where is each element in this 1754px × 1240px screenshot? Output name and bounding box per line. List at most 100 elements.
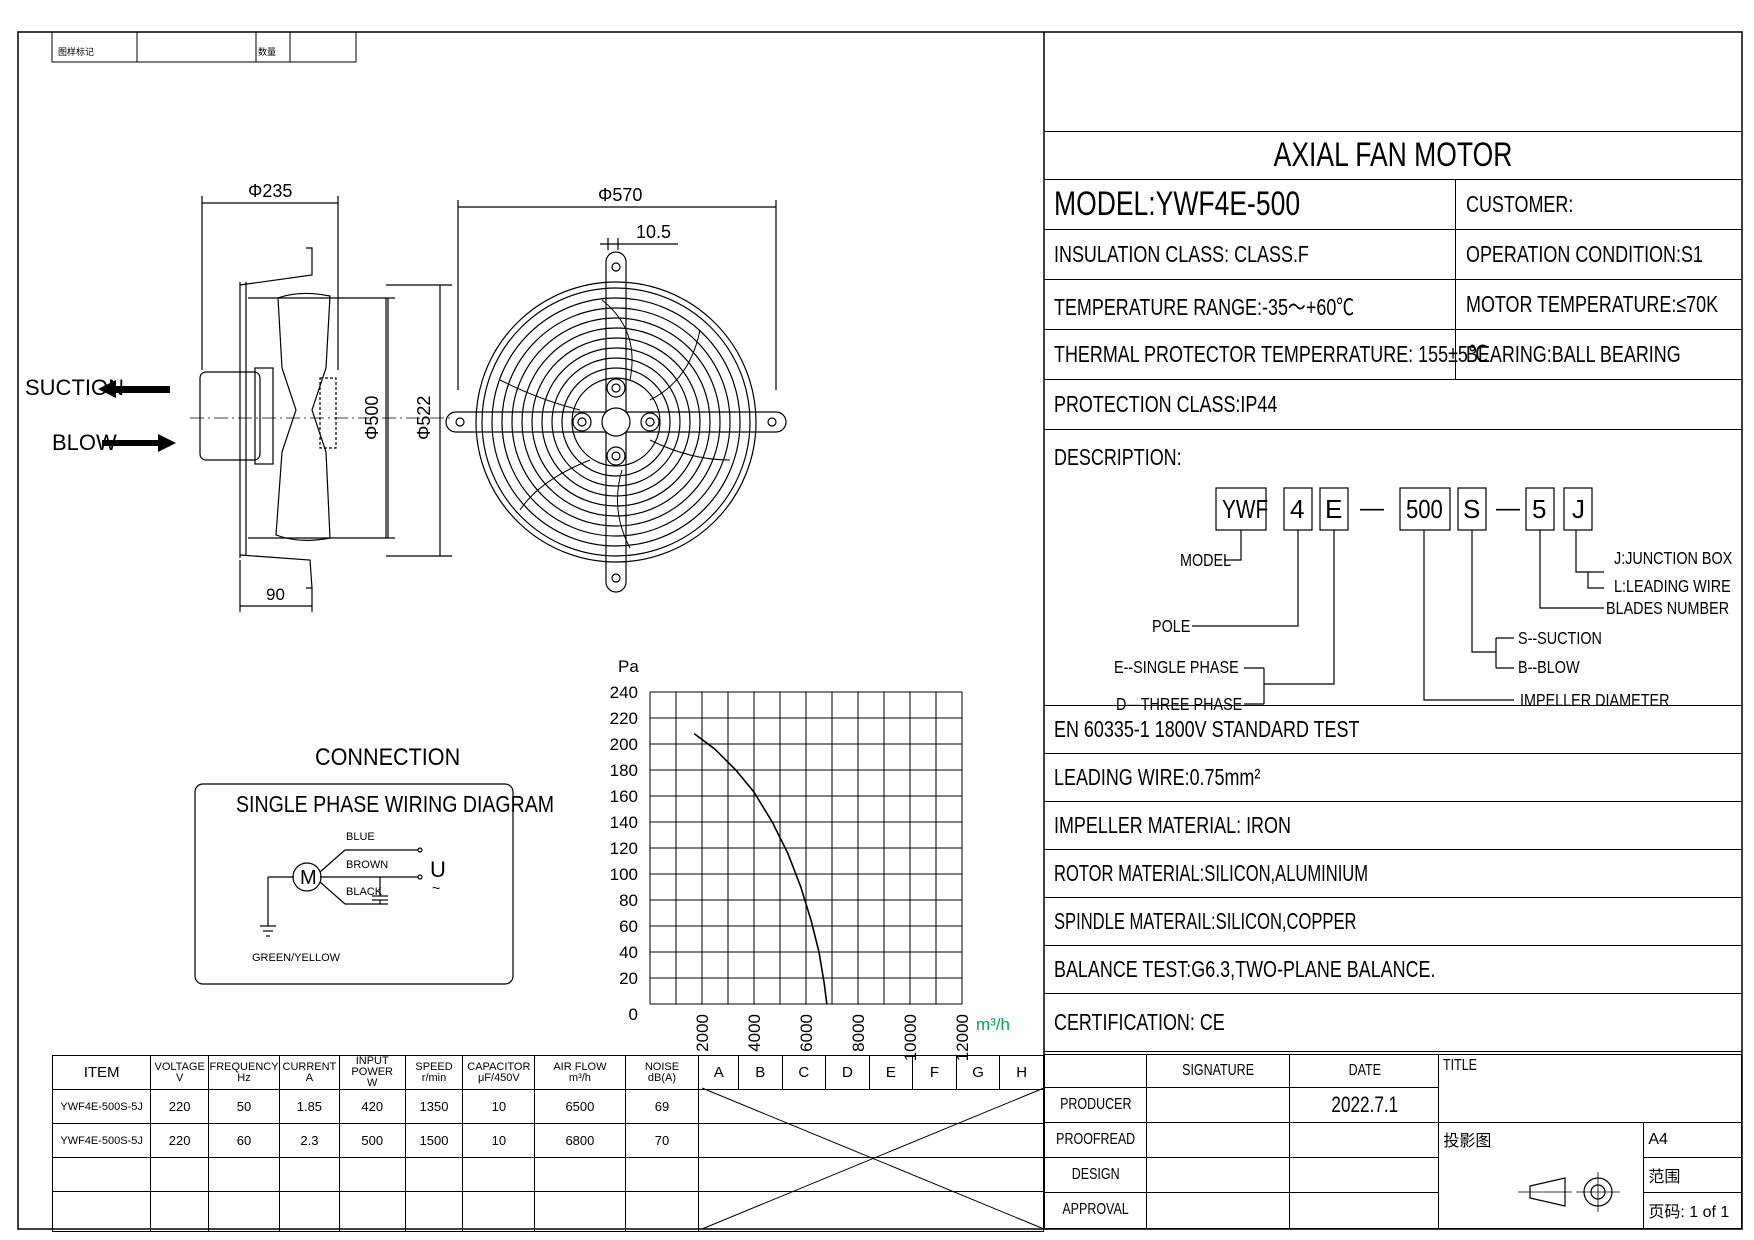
- code-box-4: 4: [1290, 494, 1304, 524]
- perf-header-cell: E: [868, 1055, 914, 1090]
- description-row: DESCRIPTION:: [1044, 430, 1742, 714]
- title-row: AXIAL FAN MOTOR: [1044, 132, 1742, 180]
- en-test-row: EN 60335-1 1800V STANDARD TEST: [1044, 706, 1742, 754]
- perf-cell: [51, 1191, 152, 1232]
- perf-cell: [279, 1191, 340, 1232]
- code-box-5: 5: [1532, 494, 1546, 524]
- perf-header-unit: A: [305, 1071, 314, 1084]
- projection-label: 投影图: [1443, 1132, 1492, 1150]
- dim-570: Φ570: [598, 185, 642, 205]
- y-tick-label: 0: [629, 1005, 638, 1024]
- perf-cell: [279, 1157, 340, 1192]
- bearing-text: BEARING:BALL BEARING: [1466, 341, 1681, 367]
- temp-range-text: TEMPERATURE RANGE:-35～+60℃: [1054, 293, 1355, 320]
- impeller-material-text: IMPELLER MATERIAL: IRON: [1054, 812, 1291, 838]
- perf-header-top: CAPACITOR: [467, 1060, 531, 1073]
- y-tick-label: 240: [610, 683, 638, 702]
- role-approval: APPROVAL: [1062, 1201, 1129, 1219]
- label-blades: BLADES NUMBER: [1606, 599, 1729, 619]
- perf-cell: [912, 1089, 957, 1124]
- y-tick-label: 120: [610, 839, 638, 858]
- perf-cell: 2.3: [279, 1123, 340, 1158]
- balance-row: BALANCE TEST:G6.3,TWO-PLANE BALANCE.: [1044, 946, 1742, 994]
- page-label: 页码: 1 of 1: [1648, 1204, 1730, 1222]
- model-text: MODEL:YWF4E-500: [1054, 185, 1301, 223]
- perf-header-unit: V: [175, 1071, 184, 1084]
- table-row: [51, 1191, 1044, 1232]
- fan-front-view: [445, 200, 787, 593]
- x-tick-label: 4000: [745, 1014, 764, 1052]
- code-box-s: S: [1463, 494, 1480, 524]
- perf-cell: 6800: [534, 1123, 626, 1158]
- perf-cell: [825, 1157, 870, 1192]
- perf-cell: [912, 1157, 957, 1192]
- certification-row: CERTIFICATION: CE: [1044, 994, 1742, 1052]
- spindle-row: SPINDLE MATERAIL:SILICON,COPPER: [1044, 898, 1742, 946]
- operation-text: OPERATION CONDITION:S1: [1466, 241, 1703, 267]
- perf-header-top: AIR FLOW: [553, 1060, 607, 1073]
- perf-cell: [825, 1191, 870, 1232]
- perf-header-cell: D: [825, 1055, 870, 1090]
- perf-cell: [404, 1191, 464, 1232]
- perf-cell: [738, 1123, 783, 1158]
- y-tick-label: 100: [610, 865, 638, 884]
- pq-curve: [693, 732, 828, 1005]
- balance-text: BALANCE TEST:G6.3,TWO-PLANE BALANCE.: [1054, 956, 1436, 982]
- certification-text: CERTIFICATION: CE: [1054, 1009, 1225, 1035]
- label-pole: POLE: [1152, 617, 1190, 637]
- perf-cell: 500: [338, 1123, 406, 1158]
- perf-cell: [462, 1191, 536, 1232]
- perf-cell: [782, 1157, 826, 1192]
- y-tick-label: 200: [610, 735, 638, 754]
- perf-cell: [698, 1191, 739, 1232]
- insulation-row: INSULATION CLASS: CLASS.F OPERATION COND…: [1044, 230, 1742, 280]
- perf-cell: 6500: [534, 1089, 626, 1124]
- perf-cell: YWF4E-500S-5J: [51, 1089, 152, 1124]
- perf-cell: [869, 1191, 913, 1232]
- model-row: MODEL:YWF4E-500 CUSTOMER:: [1044, 180, 1742, 230]
- perf-cell: [869, 1157, 913, 1192]
- suction-arrow: SUCTION: [25, 375, 170, 400]
- producer-date: 2022.7.1: [1330, 1091, 1398, 1117]
- y-tick-label: 20: [619, 969, 638, 988]
- perf-cell: [999, 1089, 1044, 1124]
- motor-temp-text: MOTOR TEMPERATURE:≤70K: [1466, 291, 1719, 317]
- label-model: MODEL: [1180, 551, 1231, 571]
- perf-cell: 1500: [404, 1123, 464, 1158]
- x-tick-label: 10000: [901, 1014, 920, 1061]
- perf-cell: [825, 1089, 870, 1124]
- temperature-row: TEMPERATURE RANGE:-35～+60℃ MOTOR TEMPERA…: [1044, 280, 1742, 330]
- perf-header-unit: dB(A): [647, 1071, 677, 1084]
- perf-header-cell: F: [912, 1055, 957, 1090]
- supply-label: U: [430, 857, 446, 882]
- top-block-cell-1: 图样标记: [58, 46, 94, 57]
- perf-cell: 1.85: [279, 1089, 340, 1124]
- perf-header-unit: Hz: [237, 1071, 251, 1084]
- perf-cell: [208, 1157, 281, 1192]
- wiring-diagram: [260, 847, 423, 937]
- code-dash-1: —: [1360, 495, 1384, 522]
- label-d-phase: D—THREE PHASE: [1116, 695, 1242, 715]
- perf-cell: 60: [208, 1123, 281, 1158]
- perf-cell: [150, 1191, 210, 1232]
- motor-label: M: [300, 867, 317, 889]
- code-box-ywf: YWF: [1222, 495, 1268, 524]
- thermal-text: THERMAL PROTECTOR TEMPERRATURE: 155±5℃: [1054, 341, 1489, 367]
- wiring-box-title: SINGLE PHASE WIRING DIAGRAM: [236, 792, 554, 818]
- perf-header-cell: H: [999, 1055, 1044, 1090]
- wiring-box: [194, 783, 514, 985]
- panel-top-blank: [1044, 32, 1742, 132]
- code-box-j: J: [1572, 494, 1585, 524]
- wire-black: BLACK: [346, 886, 383, 898]
- perf-cell: [782, 1089, 826, 1124]
- perf-cell: [999, 1191, 1044, 1232]
- role-proofread: PROOFREAD: [1056, 1130, 1136, 1148]
- impeller-row: IMPELLER MATERIAL: IRON: [1044, 802, 1742, 850]
- perf-cell: [999, 1123, 1044, 1158]
